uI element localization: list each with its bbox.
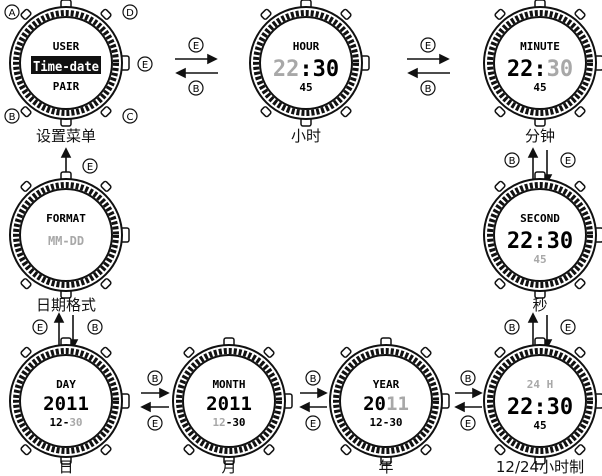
watch-month: MONTH 2011 12-30: [173, 338, 292, 464]
svg-text:12-30: 12-30: [212, 416, 245, 429]
menu-time-date-text: Time-date: [33, 60, 99, 75]
svg-text:A: A: [9, 8, 16, 19]
svg-text:B: B: [152, 374, 159, 385]
svg-text:DAY: DAY: [56, 378, 76, 391]
arrow-label-b-menu-hour: B: [188, 80, 204, 96]
svg-text:45: 45: [299, 81, 312, 94]
svg-text:E: E: [37, 323, 43, 334]
svg-text:D: D: [126, 8, 134, 19]
watch-year: YEAR 2011 12-30: [330, 338, 449, 464]
arrow-label-b-month-year: B: [305, 370, 321, 386]
arrow-label-b-year-mode: B: [460, 370, 476, 386]
arrow-pair-format-day: [53, 312, 79, 350]
svg-text:22:30: 22:30: [273, 57, 339, 82]
arrow-pair-menu-hour: [175, 53, 218, 79]
svg-text:B: B: [425, 84, 432, 95]
svg-text:45: 45: [533, 81, 546, 94]
svg-text:B: B: [193, 84, 200, 95]
caption-settings-menu: 设置菜单: [36, 127, 96, 145]
svg-text:HOUR: HOUR: [293, 40, 320, 53]
caption-minute: 分钟: [525, 127, 555, 145]
svg-text:E: E: [193, 41, 199, 52]
svg-text:B: B: [509, 323, 516, 334]
svg-text:E: E: [152, 419, 158, 430]
svg-text:45: 45: [533, 253, 546, 266]
svg-text:E: E: [310, 419, 316, 430]
svg-text:12-30: 12-30: [369, 416, 402, 429]
button-c-label: C: [122, 108, 138, 124]
arrow-pair-month-year: [299, 387, 328, 413]
watch-day: DAY 2011 12-30: [10, 338, 129, 464]
arrow-label-e-format-day: E: [32, 319, 48, 335]
arrow-label-e-minute-second: E: [560, 152, 576, 168]
svg-text:2011: 2011: [43, 393, 89, 415]
menu-pair-text: PAIR: [53, 80, 80, 93]
svg-text:B: B: [310, 374, 317, 385]
svg-text:45: 45: [533, 419, 546, 432]
svg-text:MONTH: MONTH: [212, 378, 245, 391]
watch-second: SECOND 22:30 45: [484, 172, 602, 298]
svg-text:E: E: [142, 60, 148, 71]
caption-year: 年: [378, 458, 393, 476]
svg-text:B: B: [9, 112, 16, 123]
svg-text:FORMAT: FORMAT: [46, 212, 86, 225]
watch-minute: MINUTE 22:30 45: [484, 0, 602, 126]
svg-text:E: E: [87, 162, 93, 173]
svg-text:B: B: [92, 323, 99, 334]
svg-text:SECOND: SECOND: [520, 212, 560, 225]
svg-text:2011: 2011: [363, 393, 409, 415]
arrow-label-b-hour-minute: B: [420, 80, 436, 96]
svg-text:MM-DD: MM-DD: [48, 234, 84, 248]
arrow-pair-second-mode: [527, 312, 553, 350]
svg-text:12-30: 12-30: [49, 416, 82, 429]
svg-text:E: E: [565, 323, 571, 334]
caption-12-24-mode: 12/24小时制: [496, 458, 584, 476]
svg-text:22:30: 22:30: [507, 395, 573, 420]
caption-second: 秒: [532, 296, 547, 314]
arrow-label-e-format-menu: E: [82, 158, 98, 174]
svg-text:C: C: [127, 112, 134, 123]
arrow-pair-day-month: [140, 387, 170, 413]
caption-day: 日: [58, 458, 73, 476]
svg-text:E: E: [565, 156, 571, 167]
arrow-label-e-menu-hour: E: [188, 37, 204, 53]
svg-text:22:30: 22:30: [507, 229, 573, 254]
arrow-label-e-month-year: E: [305, 415, 321, 431]
svg-text:MINUTE: MINUTE: [520, 40, 560, 53]
button-e-label: E: [137, 56, 153, 72]
arrow-label-b-day-month: B: [147, 370, 163, 386]
svg-text:B: B: [509, 156, 516, 167]
svg-text:E: E: [465, 419, 471, 430]
arrow-pair-hour-minute: [407, 53, 450, 79]
watch-date-format: FORMAT MM-DD: [10, 172, 129, 298]
svg-text:22:30: 22:30: [507, 57, 573, 82]
button-a-label: A: [4, 4, 20, 20]
watch-12-24-mode: 24 H 22:30 45: [484, 338, 602, 464]
arrow-pair-year-mode: [454, 387, 483, 413]
arrow-label-e-hour-minute: E: [420, 37, 436, 53]
caption-hour: 小时: [291, 127, 321, 145]
arrow-label-b-format-day: B: [87, 319, 103, 335]
watch-settings-menu: USER Time-date PAIR: [10, 0, 129, 126]
watch-hour: HOUR 22:30 45: [250, 0, 369, 126]
caption-date-format: 日期格式: [36, 296, 96, 314]
svg-text:2011: 2011: [206, 393, 252, 415]
arrow-label-e-year-mode: E: [460, 415, 476, 431]
button-d-label: D: [122, 4, 138, 20]
svg-text:24 H: 24 H: [527, 378, 554, 391]
svg-text:YEAR: YEAR: [373, 378, 400, 391]
button-b-label: B: [4, 108, 20, 124]
svg-text:B: B: [465, 374, 472, 385]
arrow-label-e-second-mode: E: [560, 319, 576, 335]
svg-text:E: E: [425, 41, 431, 52]
arrow-label-b-second-mode: B: [504, 319, 520, 335]
arrow-label-b-minute-second: B: [504, 152, 520, 168]
menu-user-text: USER: [53, 40, 80, 53]
arrow-label-e-day-month: E: [147, 415, 163, 431]
caption-month: 月: [221, 458, 236, 476]
